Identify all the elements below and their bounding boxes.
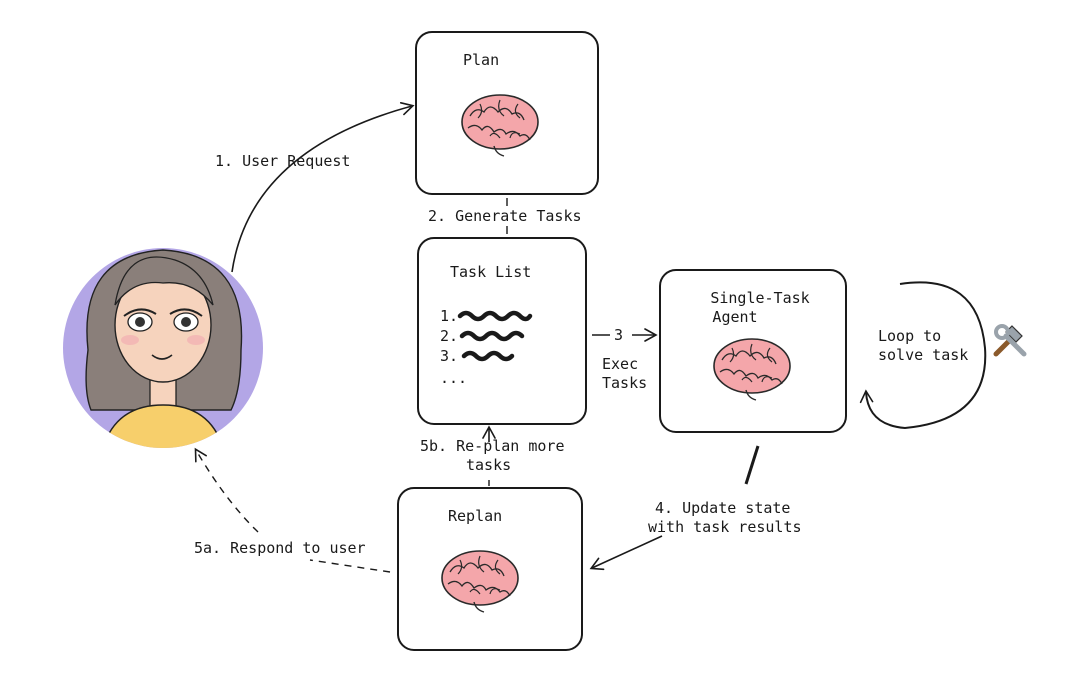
task-item-3: 3. [440,347,459,365]
agent-title-line1: Single-Task [710,289,810,307]
task-item-more: ... [440,369,468,387]
edge-respond-user-b [194,447,259,533]
replan-title: Replan [448,507,503,525]
task-list-title: Task List [450,263,532,281]
loop-label-line2: solve task [878,346,969,364]
edge-label-respond-user: 5a. Respond to user [194,539,366,557]
edge-label-exec-number: 3 [614,326,624,344]
edge-update-state-a [744,445,760,485]
edge-respond-user-a [309,559,391,573]
edge-label-replan-more-line1: 5b. Re-plan more [420,437,565,455]
edge-label-replan-more-line2: tasks [466,456,512,474]
edge-label-exec-line1: Exec [602,355,639,373]
task-item-1: 1. [440,307,459,325]
edge-label-update-line1: 4. Update state [655,499,791,517]
edge-user-request [231,102,415,273]
loop-circle [859,281,987,430]
edge-label-generate-tasks: 2. Generate Tasks [428,207,582,225]
edge-label-update-line2: with task results [648,518,802,536]
plan-title: Plan [463,51,500,69]
task-item-2: 2. [440,327,459,345]
task-scribbles [457,310,533,362]
edge-label-exec-line2: Tasks [602,374,648,392]
edge-label-user-request: 1. User Request [215,152,351,170]
user-avatar [63,248,263,448]
hammer-wrench-icon [993,324,1027,357]
task-list-box [417,237,587,425]
agent-title-line2: Agent [712,308,758,326]
loop-label-line1: Loop to [878,327,942,345]
edge-update-state-b [589,535,663,571]
